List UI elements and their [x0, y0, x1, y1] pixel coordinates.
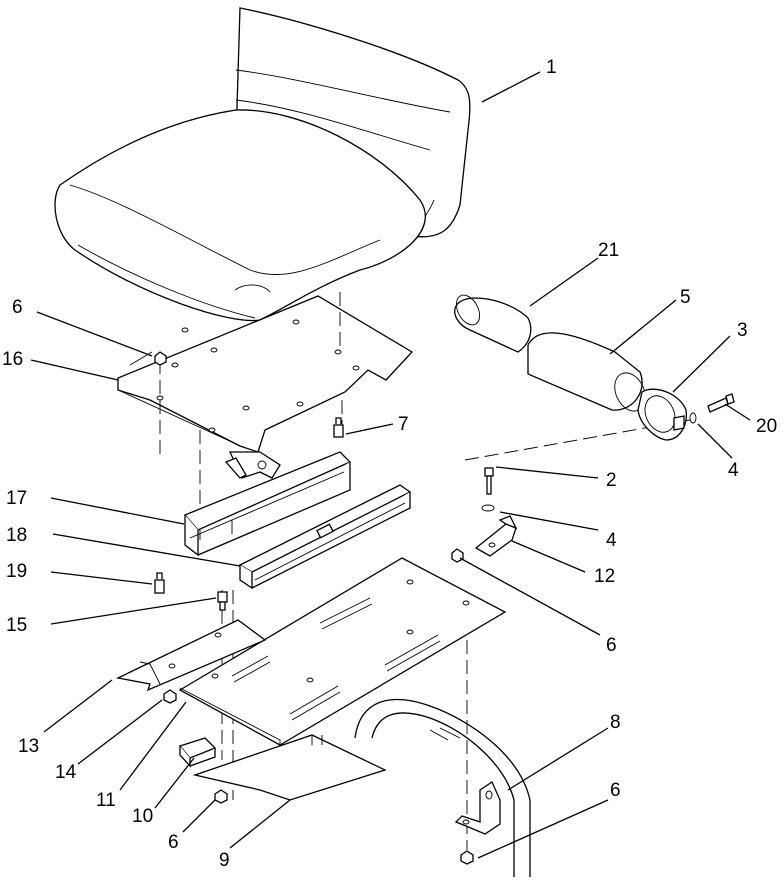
callout-21: 21 — [598, 240, 619, 261]
callout-8: 8 — [610, 712, 621, 733]
slide-rail-17 — [183, 451, 352, 557]
bracket-13 — [115, 619, 267, 692]
callout-2: 2 — [606, 470, 617, 491]
bolt-7 — [333, 417, 344, 438]
bolt-2 — [484, 467, 494, 495]
callout-4-mid: 4 — [606, 530, 617, 551]
nut-6-mid — [451, 548, 464, 563]
bracket-8 — [454, 781, 501, 835]
callout-11: 11 — [96, 790, 116, 811]
nut-6-lower — [214, 789, 228, 804]
leader-lines — [30, 71, 751, 859]
callout-12: 12 — [594, 566, 615, 587]
frame-tube — [354, 698, 531, 877]
callout-16: 16 — [2, 349, 23, 370]
callout-6-mid: 6 — [606, 635, 617, 656]
callout-17: 17 — [6, 488, 27, 509]
end-cap-21 — [454, 294, 532, 353]
callout-5: 5 — [680, 287, 691, 308]
callout-6-bottom-right: 6 — [610, 780, 621, 801]
seat-part — [54, 7, 471, 322]
callout-6-lower: 6 — [168, 832, 179, 853]
bolt-15 — [217, 591, 228, 611]
nut-6-upper — [154, 351, 167, 366]
callout-9: 9 — [219, 850, 230, 871]
tube-5 — [527, 332, 646, 412]
callout-6-top-left: 6 — [12, 297, 23, 318]
base-plate-part — [178, 557, 507, 746]
callout-20: 20 — [756, 416, 777, 437]
slide-rail-18 — [238, 484, 412, 590]
callout-19: 19 — [6, 561, 27, 582]
clamp-3 — [637, 388, 687, 441]
washer-4-upper — [689, 412, 697, 424]
callout-labels: 1 21 5 3 6 16 7 20 4 2 4 17 18 12 19 15 … — [2, 57, 777, 871]
callout-10: 10 — [132, 806, 153, 827]
callout-13: 13 — [18, 736, 39, 757]
plate-9 — [192, 734, 387, 801]
seat-pan-part — [117, 295, 414, 453]
callout-3: 3 — [737, 320, 748, 341]
callout-7: 7 — [398, 414, 409, 435]
nut-14 — [163, 689, 177, 704]
callout-15: 15 — [6, 615, 27, 636]
bracket-12 — [474, 515, 518, 557]
bolt-20 — [707, 393, 735, 413]
bolt-19 — [154, 572, 165, 594]
callout-4-right: 4 — [728, 460, 739, 481]
callout-18: 18 — [6, 525, 27, 546]
washer-4-lower — [481, 504, 495, 512]
callout-1: 1 — [546, 57, 557, 78]
callout-14: 14 — [55, 762, 77, 783]
nut-6-bottom — [460, 850, 474, 865]
